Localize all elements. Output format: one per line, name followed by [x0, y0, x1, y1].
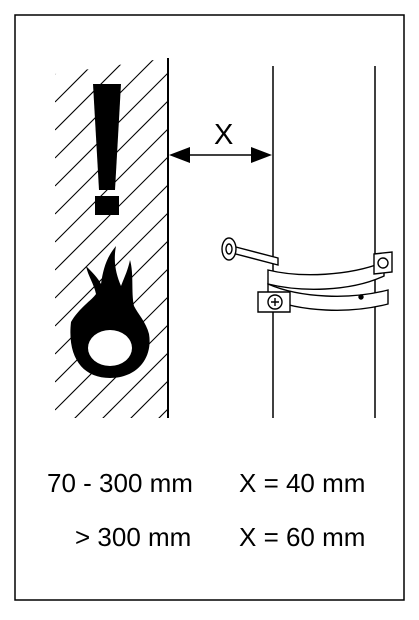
flame-icon [70, 246, 150, 378]
pipe-clamp-icon [221, 237, 393, 313]
warning-exclamation-icon [93, 84, 121, 215]
outer-frame [14, 14, 405, 601]
diameter-range-1: 70 - 300 mm [47, 468, 193, 498]
flue-pipe [272, 66, 376, 418]
arrow-left [169, 147, 190, 163]
clearance-value-1: X = 40 mm [239, 468, 366, 498]
distance-label: X [214, 119, 234, 151]
diameter-range-2: > 300 mm [75, 522, 192, 552]
arrow-right [251, 147, 272, 163]
distance-dimension [169, 147, 272, 163]
clearance-value-2: X = 60 mm [239, 522, 366, 552]
